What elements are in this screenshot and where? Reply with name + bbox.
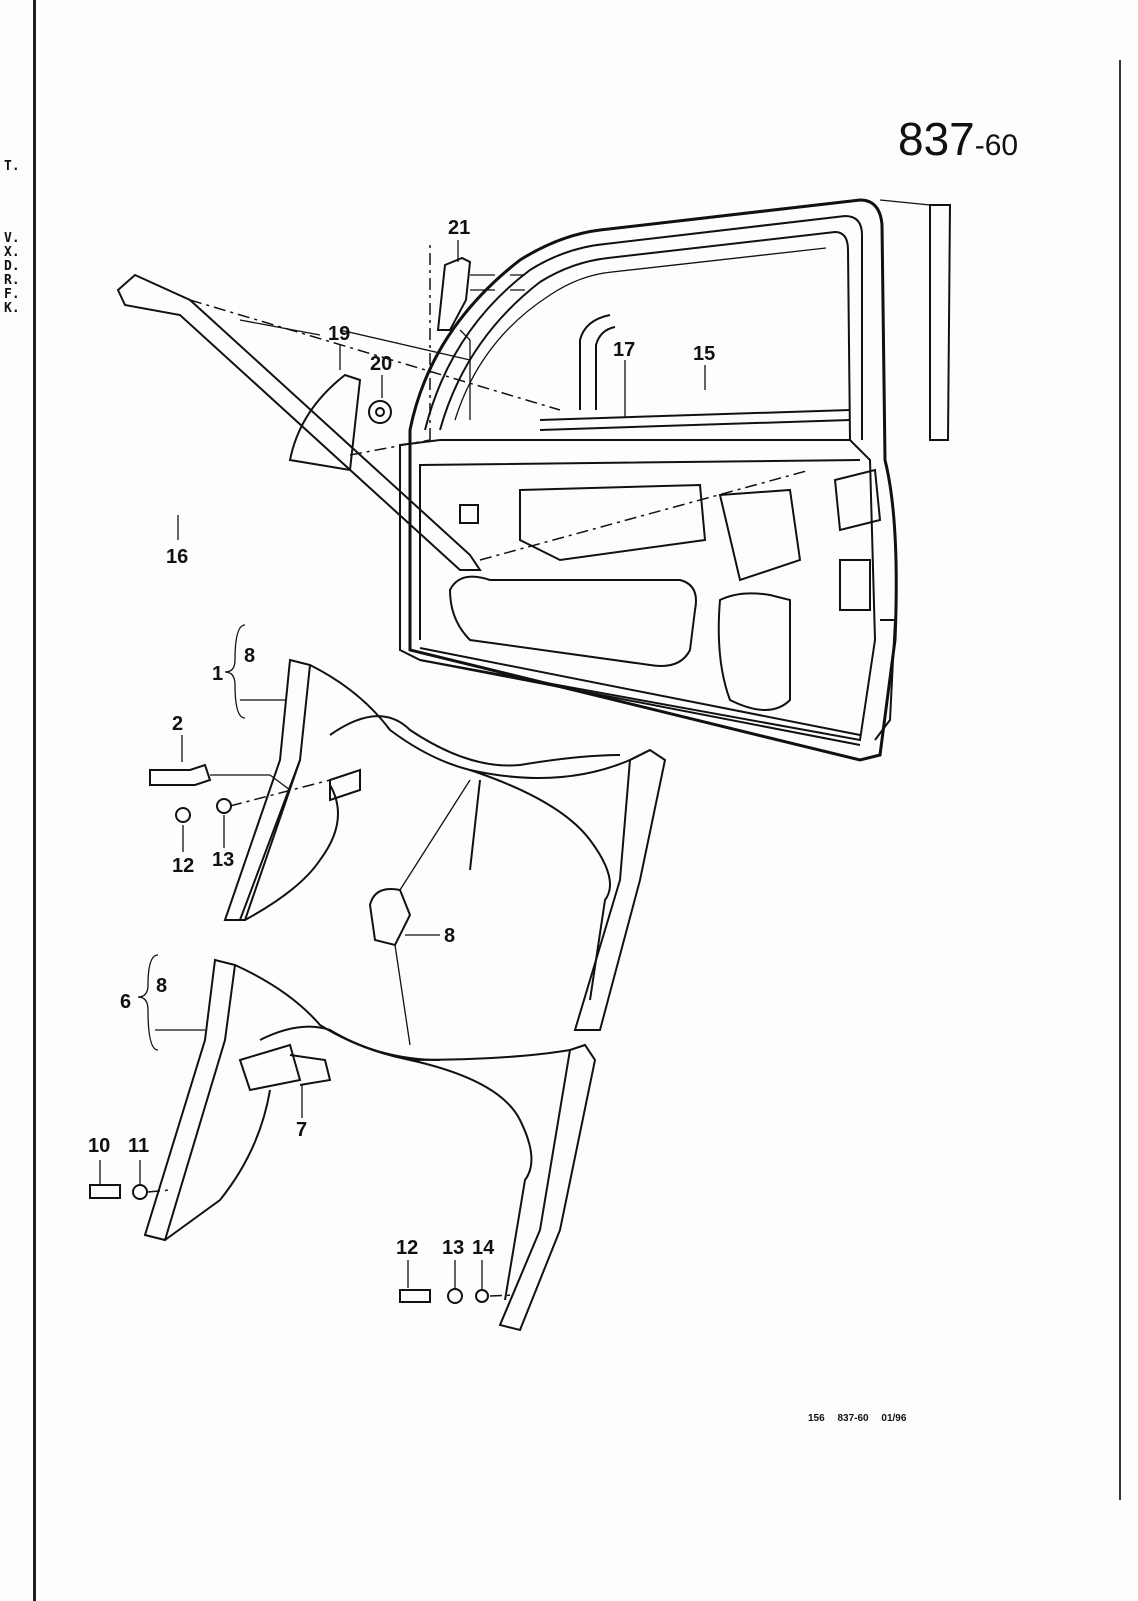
assembly-line-19	[349, 439, 431, 456]
part-13-washer-lower	[447, 1288, 463, 1304]
part-16-seal-hatch	[239, 319, 471, 361]
footer-code-2: 837-60	[837, 1413, 869, 1424]
part-14-nut	[475, 1289, 489, 1303]
margin-code-d: D.	[4, 259, 20, 274]
footer-date: 01/96	[881, 1413, 907, 1424]
leader-lines	[99, 240, 706, 1289]
part-13-washer-upper	[216, 798, 232, 814]
assembly-line-12-13	[229, 779, 331, 807]
part-8-leader-upper	[399, 779, 471, 891]
callout-2: 2	[172, 713, 183, 735]
margin-code-k: K.	[4, 301, 20, 316]
regulator-lower	[143, 958, 597, 1332]
callout-8-clip: 8	[444, 925, 455, 947]
part-12-bolt-head-upper	[175, 807, 191, 823]
footer-code-1: 156	[808, 1413, 825, 1424]
part-12-bolt-lower	[399, 1289, 431, 1303]
callout-10: 10	[88, 1135, 110, 1157]
callout-8-lower: 8	[156, 975, 167, 997]
part-16-seal-strip	[116, 273, 482, 571]
callout-17: 17	[613, 339, 635, 361]
page-number-suffix: -60	[974, 129, 1019, 162]
margin-code-r: R.	[4, 273, 20, 288]
page-number: 837-60	[898, 112, 1018, 166]
binding-rule	[33, 0, 36, 1601]
callout-13-lower: 13	[442, 1237, 464, 1259]
callout-1: 1	[212, 663, 223, 685]
callout-12-upper: 12	[172, 855, 194, 877]
part-2-leader	[210, 774, 291, 791]
part-19-mirror-cover	[288, 373, 362, 472]
assembly-line-sill	[479, 469, 811, 561]
margin-code-v: V.	[4, 231, 20, 246]
footer: 156 837-60 01/96	[808, 1413, 906, 1424]
part-8-leader-lower	[394, 944, 411, 1046]
part-21-bracket	[436, 256, 472, 331]
callout-21: 21	[448, 217, 470, 239]
callout-15: 15	[693, 343, 715, 365]
page-number-main: 837	[898, 113, 975, 165]
margin-code-f: F.	[4, 287, 20, 302]
callout-13-upper: 13	[212, 849, 234, 871]
part-20-grommet-hole	[375, 407, 385, 417]
part-8-clip	[368, 888, 412, 947]
callout-16: 16	[166, 546, 188, 568]
callout-14: 14	[472, 1237, 495, 1259]
callout-20: 20	[370, 353, 392, 375]
door-shell	[399, 198, 952, 762]
callout-11: 11	[128, 1135, 149, 1157]
callout-7: 7	[296, 1119, 307, 1141]
callout-8-upper: 8	[244, 645, 255, 667]
callout-6: 6	[120, 991, 131, 1013]
regulator-upper	[223, 658, 667, 1031]
margin-code-x: X.	[4, 245, 20, 260]
margin-code-t: T.	[4, 159, 20, 174]
part-11-washer	[132, 1184, 148, 1200]
assembly-line-16	[189, 299, 561, 411]
callout-12-lower: 12	[396, 1237, 418, 1259]
assembly-line-10-11	[147, 1189, 171, 1193]
part-20-grommet	[368, 400, 392, 424]
callout-19: 19	[328, 323, 350, 345]
part-10-bolt	[89, 1184, 121, 1199]
part-2-bolt	[149, 763, 212, 786]
assembly-line-12-13-14	[489, 1294, 516, 1297]
